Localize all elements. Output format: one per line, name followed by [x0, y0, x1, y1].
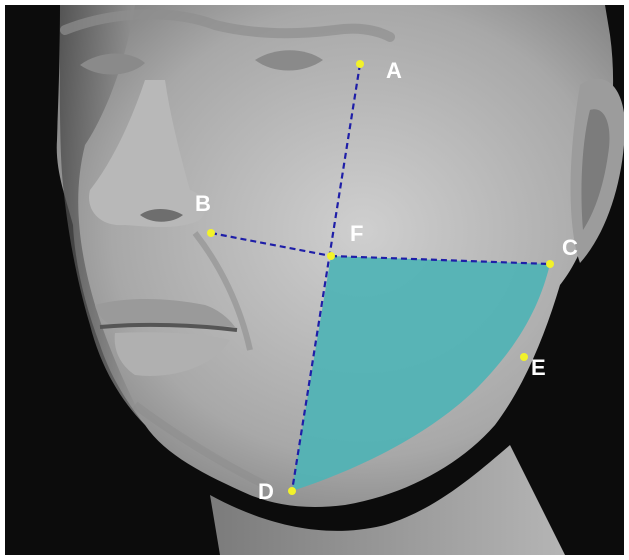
diagram-svg: A B C D E F	[5, 5, 624, 555]
label-e: E	[531, 355, 546, 380]
label-c: C	[562, 235, 578, 260]
point-d-marker	[288, 487, 296, 495]
face-landmark-diagram: A B C D E F	[5, 5, 624, 555]
label-f: F	[350, 221, 363, 246]
label-b: B	[195, 191, 211, 216]
point-c-marker	[546, 260, 554, 268]
point-e-marker	[520, 353, 528, 361]
point-b-marker	[207, 229, 215, 237]
point-f-marker	[327, 252, 335, 260]
point-a-marker	[356, 60, 364, 68]
label-d: D	[258, 479, 274, 504]
label-a: A	[386, 58, 402, 83]
